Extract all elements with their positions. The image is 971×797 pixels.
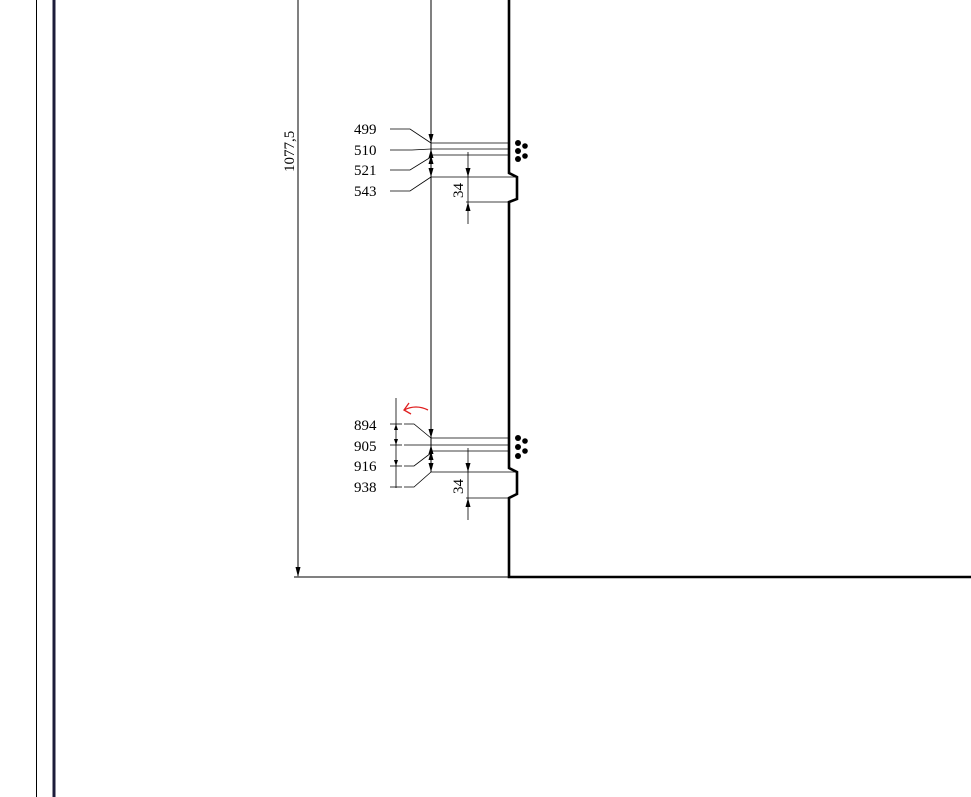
upper-leader-510	[390, 148, 432, 151]
lower-slot-arrow-bottom	[465, 498, 471, 507]
overall-dimension-arrow	[295, 567, 301, 577]
upper-hole-dot	[522, 153, 528, 159]
lower-leader-938	[404, 471, 432, 488]
lower-arrow-2	[428, 445, 434, 454]
upper-arrow-2	[428, 149, 434, 158]
upper-label-543: 543	[354, 184, 377, 200]
lower-hole-dot	[515, 453, 521, 459]
upper-arrow-3	[428, 155, 434, 164]
upper-hole-dot	[515, 148, 521, 154]
upper-hole-dot	[522, 143, 528, 149]
lower-hole-group: 894 905 916 938 34	[354, 398, 528, 520]
upper-label-499: 499	[354, 122, 377, 138]
frame-border	[36, 0, 56, 797]
lower-slot-arrow-top	[465, 463, 471, 472]
upper-label-521: 521	[354, 163, 377, 179]
lower-hole-dot	[515, 435, 521, 441]
upper-leader-521	[390, 156, 432, 171]
upper-hole-dot	[515, 140, 521, 146]
upper-hole-group: 499 510 521 543 34	[354, 122, 528, 224]
upper-label-510: 510	[354, 143, 377, 159]
lower-arrow-1	[428, 429, 434, 438]
lower-left-arrow-3	[394, 460, 398, 466]
lower-label-938: 938	[354, 480, 377, 496]
upper-arrow-4	[428, 168, 434, 177]
lower-slot-dimension-text: 34	[451, 479, 467, 495]
lower-leader-894	[404, 423, 432, 439]
lower-hole-dot	[515, 444, 521, 450]
lower-leader-916	[404, 452, 432, 467]
upper-slot-dimension-text: 34	[451, 183, 467, 199]
lower-hole-dot	[522, 438, 528, 444]
lower-left-arrow-2	[394, 439, 398, 445]
overall-dimension: 1077,5	[282, 0, 509, 578]
upper-arrow-1	[428, 134, 434, 143]
lower-label-905: 905	[354, 439, 377, 455]
lower-left-arrow-1	[394, 424, 398, 430]
lower-hole-dot	[522, 448, 528, 454]
lower-arrow-4	[428, 463, 434, 472]
upper-leader-499	[390, 128, 432, 144]
upper-slot-arrow-top	[465, 168, 471, 177]
red-arrow-left-icon	[403, 402, 429, 415]
lower-label-916: 916	[354, 459, 377, 475]
upper-leader-543	[390, 176, 432, 192]
lower-arrow-3	[428, 451, 434, 460]
overall-dimension-text: 1077,5	[282, 131, 298, 172]
lower-label-894: 894	[354, 418, 377, 434]
upper-slot-arrow-bottom	[465, 202, 471, 211]
upper-hole-dot	[515, 156, 521, 162]
part-outline	[507, 0, 971, 579]
